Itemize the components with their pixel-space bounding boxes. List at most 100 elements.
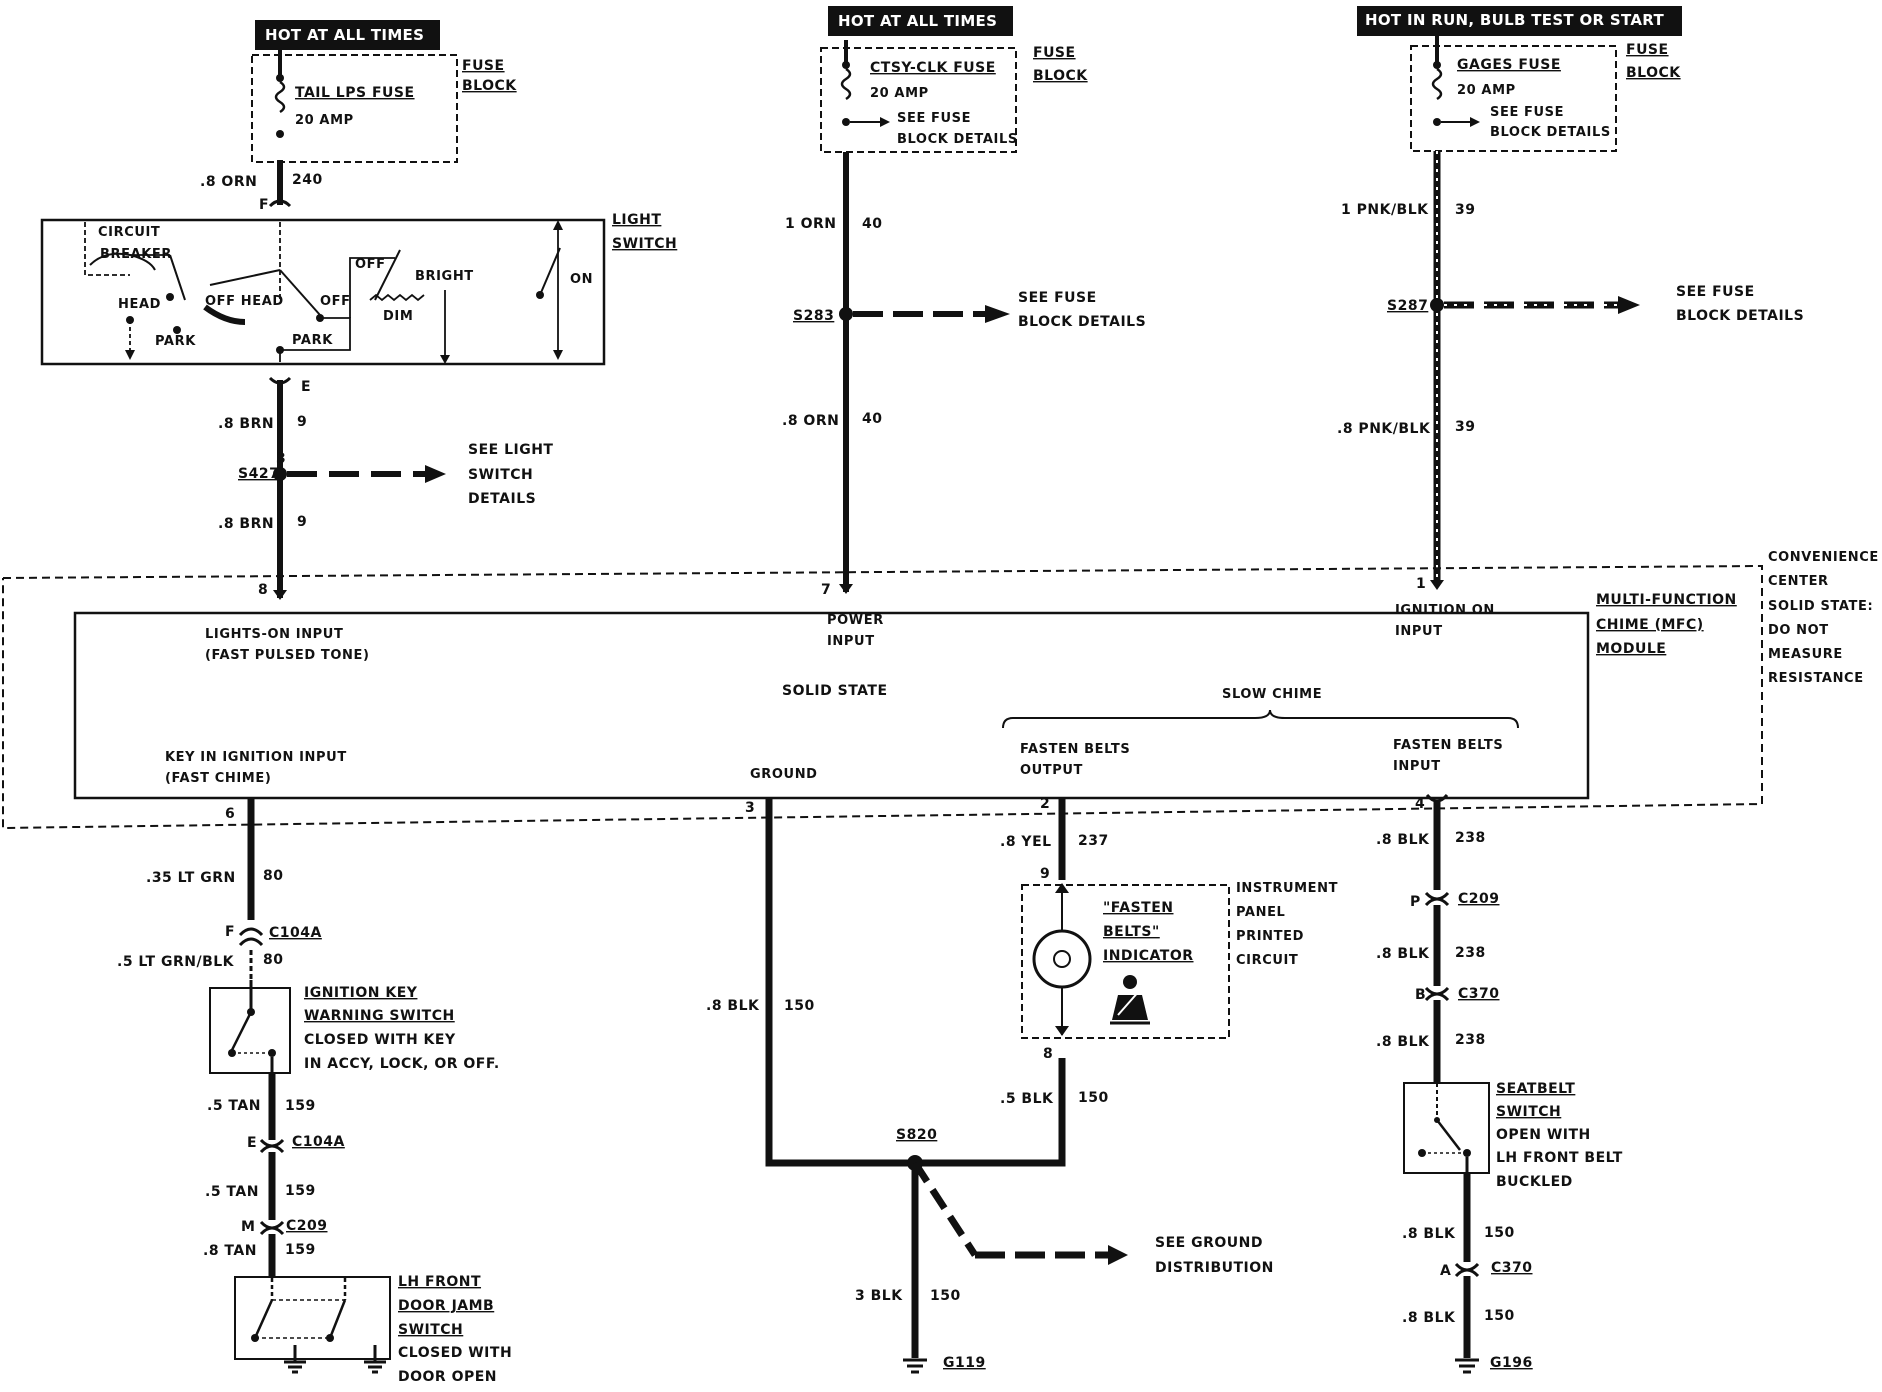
svg-text:SEE FUSE: SEE FUSE bbox=[1676, 284, 1755, 300]
connector-f-icon bbox=[268, 199, 292, 208]
svg-text:.5 TAN: .5 TAN bbox=[205, 1184, 259, 1200]
svg-text:40: 40 bbox=[862, 216, 882, 232]
svg-text:DETAILS: DETAILS bbox=[468, 491, 536, 507]
svg-text:CIRCUIT: CIRCUIT bbox=[1236, 953, 1298, 968]
svg-text:.35 LT GRN: .35 LT GRN bbox=[146, 870, 236, 886]
svg-text:1 PNK/BLK: 1 PNK/BLK bbox=[1341, 202, 1429, 218]
svg-text:C370: C370 bbox=[1458, 986, 1500, 1002]
svg-text:238: 238 bbox=[1455, 1032, 1486, 1048]
svg-text:20 AMP: 20 AMP bbox=[870, 86, 929, 101]
svg-text:GAGES FUSE: GAGES FUSE bbox=[1457, 57, 1561, 73]
left-branch: .35 LT GRN 80 F C104A .5 LT GRN/BLK 80 I… bbox=[117, 798, 512, 1385]
svg-text:BRIGHT: BRIGHT bbox=[415, 269, 474, 284]
svg-text:MULTI-FUNCTION: MULTI-FUNCTION bbox=[1596, 592, 1737, 608]
svg-text:A: A bbox=[1440, 1263, 1451, 1279]
svg-text:POWER: POWER bbox=[827, 613, 884, 628]
svg-text:INPUT: INPUT bbox=[1395, 624, 1443, 639]
svg-text:CENTER: CENTER bbox=[1768, 574, 1829, 589]
svg-text:OPEN WITH: OPEN WITH bbox=[1496, 1127, 1591, 1143]
svg-text:C104A: C104A bbox=[292, 1134, 345, 1150]
svg-text:DISTRIBUTION: DISTRIBUTION bbox=[1155, 1260, 1274, 1276]
wire-240: .8 ORN 240 F bbox=[200, 160, 323, 213]
svg-text:.8 ORN: .8 ORN bbox=[200, 174, 257, 190]
svg-text:150: 150 bbox=[930, 1288, 961, 1304]
svg-text:1 ORN: 1 ORN bbox=[785, 216, 837, 232]
svg-text:CLOSED WITH KEY: CLOSED WITH KEY bbox=[304, 1032, 456, 1048]
svg-text:C104A: C104A bbox=[269, 925, 322, 941]
right-branch: .8 BLK 238 P C209 .8 BLK 238 B C370 .8 B… bbox=[1376, 793, 1623, 1374]
svg-text:SOLID STATE:: SOLID STATE: bbox=[1768, 599, 1873, 614]
svg-text:LH FRONT: LH FRONT bbox=[398, 1274, 481, 1290]
svg-text:8: 8 bbox=[1043, 1046, 1053, 1062]
svg-text:OFF: OFF bbox=[320, 294, 351, 309]
header-left: HOT AT ALL TIMES bbox=[255, 20, 440, 50]
svg-text:"FASTEN: "FASTEN bbox=[1103, 900, 1174, 916]
svg-text:CTSY-CLK FUSE: CTSY-CLK FUSE bbox=[870, 60, 996, 76]
svg-text:BLOCK DETAILS: BLOCK DETAILS bbox=[1018, 314, 1146, 330]
svg-text:F: F bbox=[259, 197, 269, 213]
ground-icon bbox=[1455, 1358, 1479, 1374]
svg-text:BLOCK: BLOCK bbox=[462, 78, 517, 94]
svg-text:GROUND: GROUND bbox=[750, 767, 818, 782]
svg-text:E: E bbox=[247, 1135, 257, 1151]
svg-text:FUSE: FUSE bbox=[1626, 42, 1669, 58]
svg-text:(FAST PULSED TONE): (FAST PULSED TONE) bbox=[205, 648, 370, 663]
wire-39: 1 PNK/BLK 39 S287 SEE FUSE BLOCK DETAILS… bbox=[1337, 151, 1804, 590]
svg-text:SOLID STATE: SOLID STATE bbox=[782, 683, 888, 699]
svg-text:BLOCK DETAILS: BLOCK DETAILS bbox=[1676, 308, 1804, 324]
svg-text:INPUT: INPUT bbox=[1393, 759, 1441, 774]
svg-text:CIRCUIT: CIRCUIT bbox=[98, 225, 160, 240]
svg-text:.8 BRN: .8 BRN bbox=[218, 416, 274, 432]
svg-text:HEAD: HEAD bbox=[118, 297, 161, 312]
svg-text:.8 BLK: .8 BLK bbox=[706, 998, 760, 1014]
svg-text:4: 4 bbox=[1415, 796, 1425, 812]
svg-text:238: 238 bbox=[1455, 945, 1486, 961]
fuse-icon bbox=[840, 67, 852, 101]
tail-fuse-block: TAIL LPS FUSE 20 AMP FUSE BLOCK bbox=[251, 50, 517, 163]
svg-text:INDICATOR: INDICATOR bbox=[1103, 948, 1194, 964]
svg-text:SWITCH: SWITCH bbox=[468, 467, 533, 483]
svg-text:PARK: PARK bbox=[292, 333, 333, 348]
svg-text:.8 YEL: .8 YEL bbox=[1000, 834, 1052, 850]
svg-text:INPUT: INPUT bbox=[827, 634, 875, 649]
svg-text:CONVENIENCE: CONVENIENCE bbox=[1768, 550, 1879, 565]
svg-text:40: 40 bbox=[862, 411, 882, 427]
svg-text:2: 2 bbox=[1040, 796, 1050, 812]
svg-text:CLOSED WITH: CLOSED WITH bbox=[398, 1345, 512, 1361]
svg-text:BUCKLED: BUCKLED bbox=[1496, 1174, 1573, 1190]
svg-text:.5 LT GRN/BLK: .5 LT GRN/BLK bbox=[117, 954, 235, 970]
svg-text:DIM: DIM bbox=[383, 309, 413, 324]
svg-text:BLOCK DETAILS: BLOCK DETAILS bbox=[1490, 125, 1611, 140]
svg-text:.8 BRN: .8 BRN bbox=[218, 516, 274, 532]
svg-text:F: F bbox=[225, 924, 235, 940]
svg-text:.8 TAN: .8 TAN bbox=[203, 1243, 257, 1259]
svg-text:BELTS": BELTS" bbox=[1103, 924, 1160, 940]
svg-text:238: 238 bbox=[1455, 830, 1486, 846]
svg-text:7: 7 bbox=[821, 582, 831, 598]
wire-9: E .8 BRN 9 3 S427 SEE LIGHT SWITCH DETAI… bbox=[218, 376, 553, 600]
svg-text:B: B bbox=[1415, 987, 1426, 1003]
svg-text:80: 80 bbox=[263, 952, 283, 968]
svg-text:240: 240 bbox=[292, 172, 323, 188]
ctsy-fuse-block: CTSY-CLK FUSE 20 AMP SEE FUSE BLOCK DETA… bbox=[820, 40, 1088, 153]
svg-text:237: 237 bbox=[1078, 833, 1109, 849]
svg-text:OFF: OFF bbox=[355, 257, 386, 272]
svg-text:1: 1 bbox=[1416, 576, 1426, 592]
svg-text:BLOCK: BLOCK bbox=[1626, 65, 1681, 81]
svg-text:.8 PNK/BLK: .8 PNK/BLK bbox=[1337, 421, 1431, 437]
splice-s287: S287 bbox=[1387, 298, 1428, 314]
svg-text:SEATBELT: SEATBELT bbox=[1496, 1081, 1575, 1097]
svg-text:80: 80 bbox=[263, 868, 283, 884]
svg-text:.8 BLK: .8 BLK bbox=[1402, 1226, 1456, 1242]
svg-text:FASTEN BELTS: FASTEN BELTS bbox=[1020, 742, 1130, 757]
svg-text:LH FRONT BELT: LH FRONT BELT bbox=[1496, 1150, 1623, 1166]
svg-text:G119: G119 bbox=[943, 1355, 986, 1371]
splice-s820: S820 bbox=[896, 1127, 937, 1143]
svg-text:FASTEN BELTS: FASTEN BELTS bbox=[1393, 738, 1503, 753]
splice-s283: S283 bbox=[793, 308, 834, 324]
svg-text:C209: C209 bbox=[286, 1218, 328, 1234]
seatbelt-person-icon bbox=[1110, 975, 1150, 1025]
svg-text:M: M bbox=[241, 1219, 255, 1235]
wire-40: 1 ORN 40 S283 SEE FUSE BLOCK DETAILS .8 … bbox=[782, 152, 1146, 594]
